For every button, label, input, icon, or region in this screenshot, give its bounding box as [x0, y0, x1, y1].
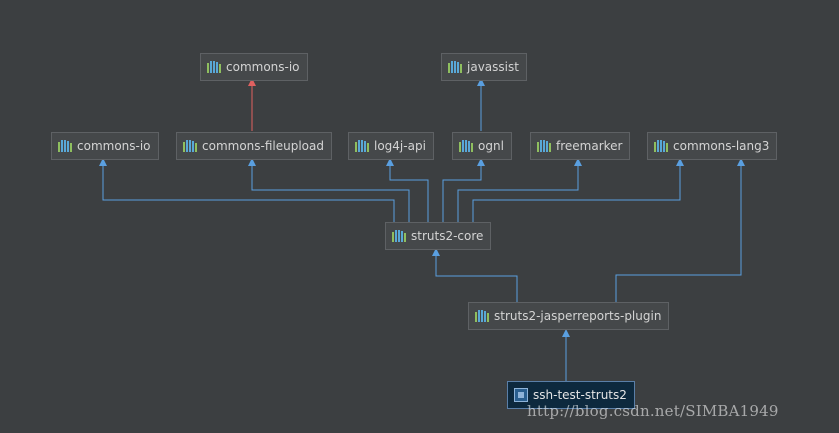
node-ssh-test-struts2[interactable]: ssh-test-struts2	[507, 381, 635, 409]
library-icon	[448, 61, 462, 73]
node-label: log4j-api	[374, 139, 426, 153]
node-javassist[interactable]: javassist	[441, 53, 527, 81]
node-label: commons-lang3	[673, 139, 770, 153]
edge-core-to-commons-io	[99, 158, 395, 222]
edge-core-to-log4j-api	[386, 158, 429, 222]
node-label: ssh-test-struts2	[533, 388, 627, 402]
library-icon	[58, 140, 72, 152]
edge-core-to-fileupload	[248, 158, 410, 222]
node-label: struts2-jasperreports-plugin	[494, 309, 662, 323]
library-icon	[355, 140, 369, 152]
library-icon	[537, 140, 551, 152]
watermark-text: http://blog.csdn.net/SIMBA1949	[527, 402, 779, 420]
node-label: commons-io	[226, 60, 300, 74]
node-label: javassist	[467, 60, 519, 74]
edge-core-to-freemarker	[457, 158, 582, 222]
library-icon	[654, 140, 668, 152]
node-commons-io-top[interactable]: commons-io	[200, 53, 308, 81]
edge-core-to-ognl	[442, 158, 485, 222]
library-icon	[207, 61, 221, 73]
node-label: freemarker	[556, 139, 623, 153]
library-icon	[392, 230, 406, 242]
edge-plugin-to-commons-lang3	[615, 158, 745, 302]
node-struts2-core[interactable]: struts2-core	[385, 222, 492, 250]
node-commons-fileupload[interactable]: commons-fileupload	[176, 132, 332, 160]
node-label: ognl	[478, 139, 504, 153]
library-icon	[475, 310, 489, 322]
node-freemarker[interactable]: freemarker	[530, 132, 631, 160]
module-icon	[514, 388, 528, 402]
node-ognl[interactable]: ognl	[452, 132, 512, 160]
edge-plugin-to-core	[432, 248, 518, 302]
node-label: commons-fileupload	[202, 139, 324, 153]
node-label: struts2-core	[411, 229, 484, 243]
node-commons-lang3[interactable]: commons-lang3	[647, 132, 778, 160]
node-commons-io[interactable]: commons-io	[51, 132, 159, 160]
node-label: commons-io	[77, 139, 151, 153]
library-icon	[183, 140, 197, 152]
node-struts2-jasperreports-plugin[interactable]: struts2-jasperreports-plugin	[468, 302, 670, 330]
library-icon	[459, 140, 473, 152]
edge-core-to-commons-lang3	[472, 158, 684, 222]
node-log4j-api[interactable]: log4j-api	[348, 132, 434, 160]
